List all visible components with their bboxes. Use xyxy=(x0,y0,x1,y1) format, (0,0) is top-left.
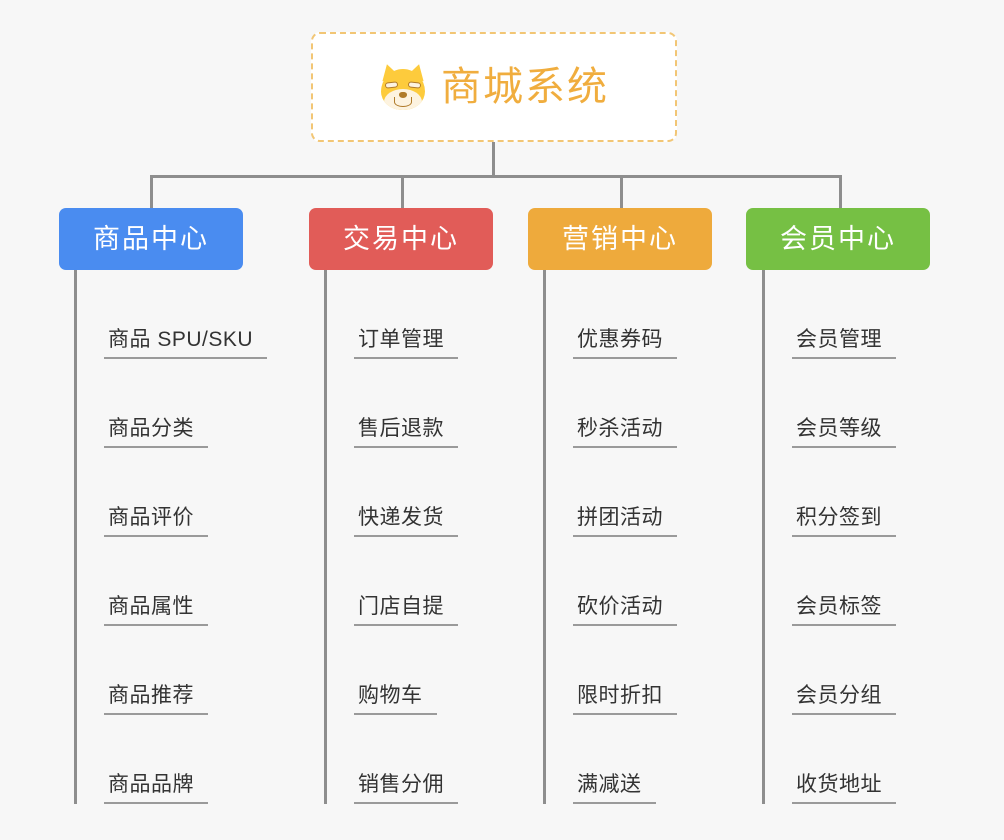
leaf-label: 商品品牌 xyxy=(108,772,194,796)
leaf-label: 会员管理 xyxy=(796,327,882,351)
leaf-label: 门店自提 xyxy=(358,594,444,618)
root-node-label: 商城系统 xyxy=(441,65,609,109)
leaf-label: 商品推荐 xyxy=(108,683,194,707)
leaf-item[interactable]: 会员管理 xyxy=(762,270,896,359)
connector-drop-marketing-center xyxy=(620,175,623,211)
branch-node-product-center[interactable]: 商品中心 xyxy=(59,208,243,270)
leaf-item[interactable]: 满减送 xyxy=(543,715,656,804)
connector-root-stem xyxy=(492,142,495,178)
leaf-item[interactable]: 订单管理 xyxy=(324,270,458,359)
connector-horizontal-bus xyxy=(150,175,842,178)
connector-trunk-marketing-center xyxy=(543,270,546,804)
leaf-item[interactable]: 砍价活动 xyxy=(543,537,677,626)
leaf-label: 售后退款 xyxy=(358,416,444,440)
branch-label-product-center: 商品中心 xyxy=(93,223,209,254)
connector-trunk-member-center xyxy=(762,270,765,804)
leaf-label: 积分签到 xyxy=(796,505,882,529)
branch-node-member-center[interactable]: 会员中心 xyxy=(746,208,930,270)
leaf-item[interactable]: 会员标签 xyxy=(762,537,896,626)
leaf-item[interactable]: 秒杀活动 xyxy=(543,359,677,448)
leaf-item[interactable]: 收货地址 xyxy=(762,715,896,804)
shiba-dog-face-icon xyxy=(378,61,428,110)
root-node-shop-system[interactable]: 商城系统 xyxy=(311,32,677,142)
leaf-label: 收货地址 xyxy=(796,772,882,796)
leaf-label: 限时折扣 xyxy=(577,683,663,707)
leaf-item[interactable]: 商品属性 xyxy=(74,537,208,626)
leaf-label: 商品分类 xyxy=(108,416,194,440)
leaf-item[interactable]: 销售分佣 xyxy=(324,715,458,804)
leaf-label: 满减送 xyxy=(577,772,642,796)
leaf-item[interactable]: 快递发货 xyxy=(324,448,458,537)
leaf-label: 商品属性 xyxy=(108,594,194,618)
leaf-label: 会员分组 xyxy=(796,683,882,707)
branch-node-marketing-center[interactable]: 营销中心 xyxy=(528,208,712,270)
leaf-item[interactable]: 会员等级 xyxy=(762,359,896,448)
branch-label-trade-center: 交易中心 xyxy=(343,223,459,254)
leaf-label: 优惠券码 xyxy=(577,327,663,351)
leaf-item[interactable]: 拼团活动 xyxy=(543,448,677,537)
leaf-item[interactable]: 商品 SPU/SKU xyxy=(74,270,268,359)
leaf-label: 快递发货 xyxy=(358,505,444,529)
leaf-item[interactable]: 商品评价 xyxy=(74,448,208,537)
leaf-label: 砍价活动 xyxy=(577,594,663,618)
leaf-item[interactable]: 商品品牌 xyxy=(74,715,208,804)
branch-label-member-center: 会员中心 xyxy=(780,223,896,254)
leaf-item[interactable]: 商品推荐 xyxy=(74,626,208,715)
connector-drop-member-center xyxy=(839,175,842,211)
branch-label-marketing-center: 营销中心 xyxy=(562,223,678,254)
connector-trunk-trade-center xyxy=(324,270,327,804)
leaf-label: 订单管理 xyxy=(358,327,444,351)
leaf-item[interactable]: 限时折扣 xyxy=(543,626,677,715)
leaf-label: 会员标签 xyxy=(796,594,882,618)
leaf-item[interactable]: 优惠券码 xyxy=(543,270,677,359)
leaf-label: 拼团活动 xyxy=(577,505,663,529)
leaf-label: 秒杀活动 xyxy=(577,416,663,440)
leaf-label: 商品评价 xyxy=(108,505,194,529)
leaf-item[interactable]: 会员分组 xyxy=(762,626,896,715)
leaf-item[interactable]: 积分签到 xyxy=(762,448,896,537)
leaf-label: 会员等级 xyxy=(796,416,882,440)
connector-trunk-product-center xyxy=(74,270,77,804)
leaf-label: 购物车 xyxy=(358,683,423,707)
leaf-item[interactable]: 商品分类 xyxy=(74,359,208,448)
branch-node-trade-center[interactable]: 交易中心 xyxy=(309,208,493,270)
leaf-item[interactable]: 售后退款 xyxy=(324,359,458,448)
connector-drop-trade-center xyxy=(401,175,404,211)
leaf-label: 销售分佣 xyxy=(358,772,444,796)
leaf-item[interactable]: 购物车 xyxy=(324,626,437,715)
leaf-label: 商品 SPU/SKU xyxy=(108,327,254,351)
leaf-item[interactable]: 门店自提 xyxy=(324,537,458,626)
connector-drop-product-center xyxy=(150,175,153,211)
